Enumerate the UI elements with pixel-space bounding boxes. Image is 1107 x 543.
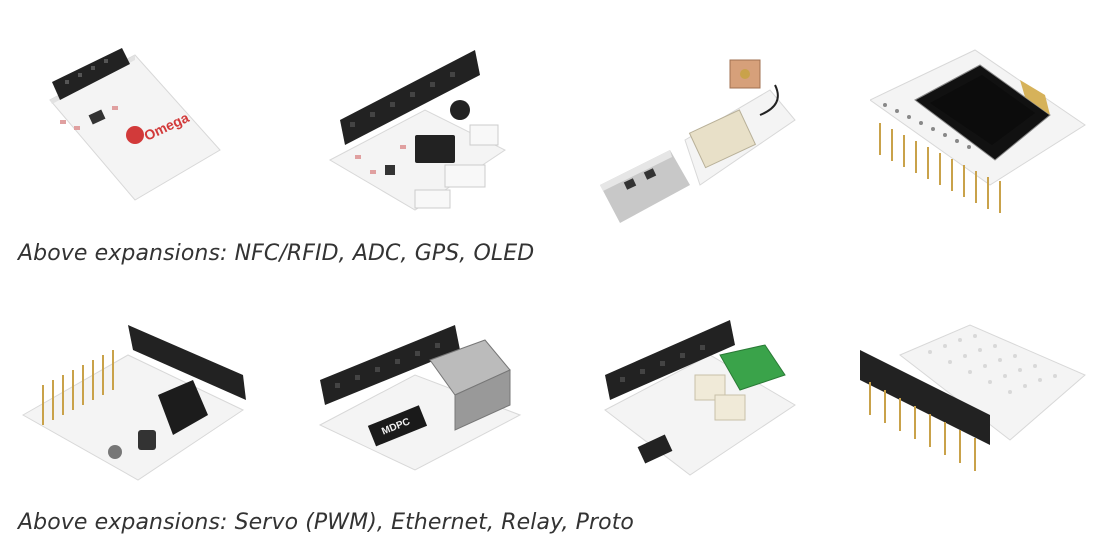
- gps-expansion-image: [600, 45, 800, 230]
- row-bottom-expansions: MDPC: [0, 305, 1107, 495]
- servo-pwm-expansion-image: [18, 315, 248, 485]
- caption-top-row: Above expansions: NFC/RFID, ADC, GPS, OL…: [18, 241, 535, 266]
- ethernet-expansion-image: MDPC: [315, 315, 525, 475]
- caption-bottom-row: Above expansions: Servo (PWM), Ethernet,…: [18, 510, 634, 535]
- oled-expansion-image: [870, 45, 1090, 230]
- adc-expansion-image: [325, 40, 510, 220]
- row-top-expansions: Omega: [0, 30, 1107, 230]
- nfc-rfid-expansion-image: Omega: [40, 40, 230, 205]
- proto-expansion-image: [860, 320, 1090, 490]
- relay-expansion-image: [600, 315, 800, 485]
